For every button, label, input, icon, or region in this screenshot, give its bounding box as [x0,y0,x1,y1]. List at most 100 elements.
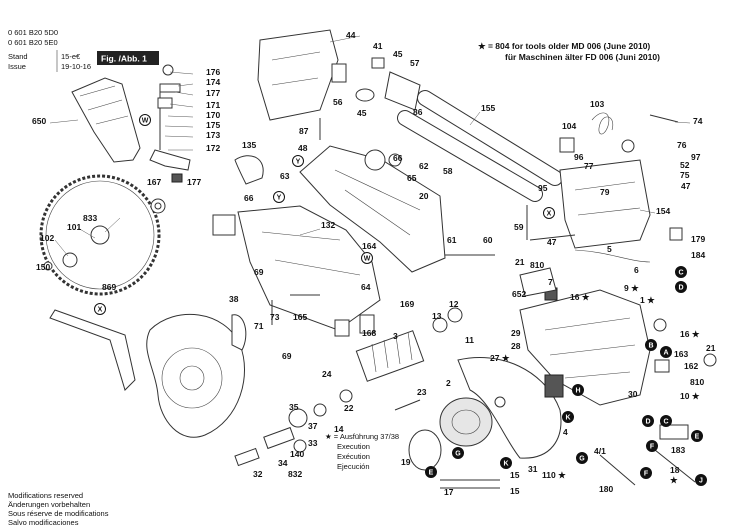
head-bracket [559,159,651,249]
lock-pin [649,114,679,123]
part-number-label: 177 [187,177,201,187]
part-number-label: 110 ★ [542,470,567,480]
spindle-bearing [293,439,307,453]
callout-letter: B [648,343,653,350]
part-number-label: 29 [511,328,521,338]
arm-pin [529,234,576,241]
part-number-label: 27 ★ [490,353,511,363]
execution-note: ★ = Ausführung 37/38 Execution Exécution… [325,432,399,471]
version-note: ★ = 804 for tools older MD 006 (June 201… [478,41,660,62]
callout-letter: X [98,307,103,314]
part-number-label: 2 [446,378,451,388]
part-number-label: 45 [357,108,367,118]
guard-hub [179,365,205,391]
part-number-label: 140 [290,449,304,459]
part-number-label: 34 [278,458,288,468]
part-number-label: 44 [346,30,356,40]
part-number-label: 21 [515,257,525,267]
part-number-label: 45 [393,49,403,59]
callout-letter: G [579,456,585,463]
part-number-label: 179 [691,234,705,244]
part-number-label: 9 ★ [624,283,640,293]
handle-screw-hole [494,396,506,408]
part-number-label: 650 [32,116,46,126]
part-number-label: 180 [599,484,613,494]
armature [355,330,425,382]
part-number-label: 1 ★ [640,295,656,305]
part-number-label: 47 [547,237,557,247]
part-number-label: 4 [563,427,568,437]
part-number-label: 73 [270,312,280,322]
callout-letter: D [645,419,650,426]
capacitor [654,359,670,373]
part-number-label: 35 [289,402,299,412]
part-number-label: 101 [67,222,81,232]
part-number-label: 38 [229,294,239,304]
part-number-label: 66 [393,153,403,163]
dust-bag [71,77,141,163]
end-cap [669,227,683,241]
part-number-label: 30 [628,389,638,399]
cable-holder [212,214,236,236]
part-number-label: 17 [444,487,454,497]
callout-circle [660,346,672,358]
callout-letter: C [678,270,683,277]
part-number-label: 6 [634,265,639,275]
upper-guard [237,205,381,331]
part-number-label: 77 [584,161,594,171]
blade-hub [90,225,110,245]
rail-lower [398,111,542,201]
part-number-label: 174 [206,77,220,87]
part-number-label: 22 [344,403,354,413]
part-number-label: 154 [656,206,670,216]
stand-value: 15-e€ [61,52,81,61]
part-number-label: 21 [706,343,716,353]
part-number-label: 16 ★ [570,292,591,302]
spindle-shaft [234,447,260,467]
part-number-label: 86 [413,107,423,117]
callout-circle [292,155,304,167]
switch [544,374,564,398]
part-number-label: 164 [362,241,376,251]
modifications-line: Modifications reserved [8,491,83,500]
part-number-label: 31 [528,464,538,474]
part-number-label: 833 [83,213,97,223]
part-number-label: 14 [334,424,344,434]
part-number-label: 57 [410,58,420,68]
part-number-label: 175 [206,120,220,130]
cable-wire [654,449,696,483]
note-line: ★ = 804 for tools older MD 006 (June 201… [478,41,650,51]
clamp-body [157,97,173,109]
part-number-label: 69 [282,351,292,361]
part-number-label: 87 [299,126,309,136]
part-number-label: 163 [674,349,688,359]
part-number-label: 71 [254,321,264,331]
small-gear [313,403,327,417]
part-number-label: 61 [447,235,457,245]
part-number-label: 162 [684,361,698,371]
fan-baffle [359,314,375,334]
callout-letter: J [699,478,703,485]
callout-circle [675,281,687,293]
part-number-label: 66 [244,193,254,203]
part-number-label: 10 ★ [680,391,701,401]
part-number-label: 65 [407,173,417,183]
part-number-label: 33 [308,438,318,448]
part-number-label: 56 [333,97,343,107]
cable-clamp [519,267,557,297]
part-number-label: 76 [677,140,687,150]
part-number-label: 96 [574,152,584,162]
part-number-label: 95 [538,183,548,193]
part-number-label: 172 [206,143,220,153]
execution-line: Exécution [337,452,370,461]
part-number-label: 69 [254,267,264,277]
execution-line: Execution [337,442,370,451]
part-number-label: 135 [242,140,256,150]
field-coil-bore [451,409,481,435]
leader-lines [49,35,691,257]
callout-letter: Y [277,195,282,202]
callout-letter: C [663,419,668,426]
brush-cap-right [703,353,717,367]
callout-markers: W Y Y X C D W X B A H K G K E D C E F [94,114,707,486]
callout-circle [139,114,151,126]
